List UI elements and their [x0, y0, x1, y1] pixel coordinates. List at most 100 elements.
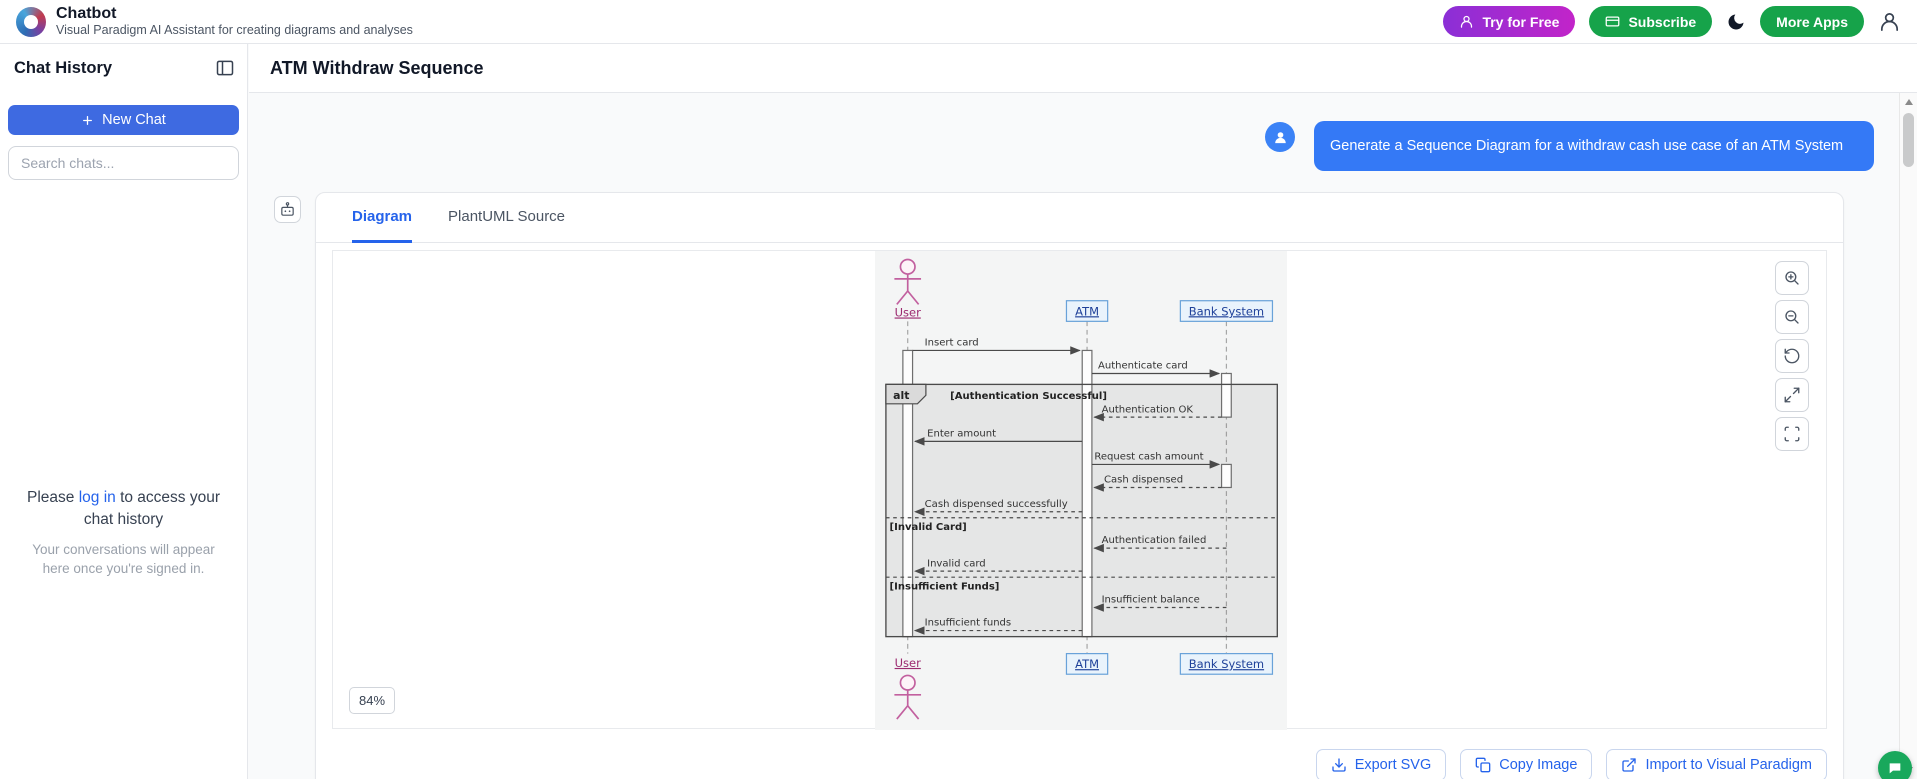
main-titlebar: ATM Withdraw Sequence — [249, 44, 1917, 93]
more-apps-label: More Apps — [1776, 13, 1848, 30]
search-chats-input[interactable] — [8, 146, 239, 180]
download-icon — [1332, 758, 1346, 772]
message-label: Insert card — [925, 338, 979, 349]
participant-bank-top: Bank System — [1179, 300, 1274, 322]
diagram-image-area: User ATM Bank System — [875, 251, 1287, 730]
panel-left-icon — [216, 60, 234, 76]
app-header: Chatbot Visual Paradigm AI Assistant for… — [0, 0, 1917, 44]
participant-label-atm: ATM — [1075, 657, 1099, 671]
credit-card-icon — [1606, 16, 1620, 27]
chat-history-sidebar: Chat History New Chat Please log in to a… — [0, 44, 248, 779]
account-icon — [1880, 12, 1899, 31]
actor-user-bottom: User — [894, 656, 921, 720]
login-prompt-pre: Please — [26, 489, 75, 506]
zoom-in-icon — [1785, 271, 1799, 285]
user-icon — [1461, 15, 1473, 28]
dark-mode-toggle[interactable] — [1726, 12, 1746, 32]
zoom-in-button[interactable] — [1775, 261, 1809, 295]
zoom-out-button[interactable] — [1775, 300, 1809, 334]
zoom-out-icon — [1785, 310, 1799, 324]
user-icon — [1274, 131, 1286, 143]
participant-label-bank: Bank System — [1189, 304, 1264, 318]
login-prompt-post: to access your chat history — [83, 489, 221, 529]
participant-atm-top: ATM — [1065, 300, 1109, 322]
tab-diagram[interactable]: Diagram — [352, 193, 413, 243]
expand-button[interactable] — [1775, 378, 1809, 412]
plus-icon — [83, 115, 93, 125]
copy-icon — [1475, 757, 1491, 773]
message-label: Cash dispensed — [1104, 475, 1183, 486]
actor-user-top: User — [894, 258, 921, 319]
message-label: Insufficient funds — [925, 618, 1011, 629]
message-label: Cash dispensed successfully — [925, 499, 1068, 510]
collapse-sidebar-button[interactable] — [215, 58, 235, 78]
sequence-diagram: User ATM Bank System — [885, 258, 1278, 720]
message-label: Request cash amount — [1094, 452, 1203, 463]
sidebar-header: Chat History — [14, 58, 235, 78]
moon-icon — [1728, 14, 1744, 29]
scrollbar-thumb[interactable] — [1903, 113, 1914, 167]
visual-paradigm-logo — [16, 6, 46, 37]
fragment-operator: alt — [893, 389, 909, 402]
chat-widget-icon — [1889, 763, 1901, 774]
copy-image-label: Copy Image — [1499, 757, 1578, 773]
fit-to-screen-button[interactable] — [1775, 417, 1809, 451]
rotate-ccw-icon — [1784, 348, 1800, 364]
try-for-free-button[interactable]: Try for Free — [1443, 6, 1576, 37]
new-chat-button[interactable]: New Chat — [8, 105, 239, 135]
user-avatar — [1265, 122, 1295, 152]
maximize-icon — [1784, 387, 1800, 403]
app-title-block: Chatbot Visual Paradigm AI Assistant for… — [56, 5, 413, 38]
header-actions: Try for Free Subscribe More Apps — [1443, 6, 1901, 37]
zoom-level-badge: 84% — [349, 687, 396, 714]
message-label: Authentication OK — [1102, 404, 1194, 415]
card-tabbar: Diagram PlantUML Source — [316, 193, 1843, 243]
export-svg-button[interactable]: Export SVG — [1315, 749, 1447, 779]
user-message-bubble: Generate a Sequence Diagram for a withdr… — [1314, 121, 1874, 171]
floating-widget-button[interactable] — [1878, 751, 1912, 779]
chat-content: Generate a Sequence Diagram for a withdr… — [249, 93, 1899, 779]
sidebar-title: Chat History — [14, 58, 113, 77]
log-in-link[interactable]: log in — [78, 489, 116, 506]
app-title: Chatbot — [56, 4, 117, 22]
participant-atm-bottom: ATM — [1065, 652, 1109, 675]
export-svg-label: Export SVG — [1354, 757, 1432, 773]
try-for-free-label: Try for Free — [1482, 13, 1560, 30]
response-card: Diagram PlantUML Source — [315, 192, 1844, 779]
participant-label-atm: ATM — [1075, 304, 1099, 318]
scroll-up-arrow[interactable] — [1905, 99, 1913, 105]
alt-fragment-frame: alt [Authentication Successful] [Invalid… — [885, 383, 1278, 638]
message-label: Invalid card — [927, 558, 986, 569]
actor-label-user: User — [895, 656, 921, 670]
login-prompt-block: Please log in to access your chat histor… — [0, 487, 247, 579]
diagram-actions: Export SVG Copy Image Import to Visual P… — [1315, 749, 1827, 779]
login-prompt: Please log in to access your chat histor… — [18, 487, 229, 532]
bot-avatar-icon — [274, 196, 301, 223]
guard-authentication-successful: [Authentication Successful] — [950, 391, 1107, 402]
more-apps-button[interactable]: More Apps — [1760, 6, 1864, 37]
participant-bank-bottom: Bank System — [1179, 652, 1274, 675]
fullscreen-corners-icon — [1784, 426, 1800, 442]
page-title: ATM Withdraw Sequence — [270, 57, 484, 78]
robot-icon — [281, 202, 294, 216]
login-hint: Your conversations will appear here once… — [32, 541, 215, 576]
vertical-scrollbar[interactable] — [1899, 93, 1917, 779]
new-chat-label: New Chat — [102, 112, 166, 128]
subscribe-button[interactable]: Subscribe — [1589, 6, 1713, 37]
subscribe-label: Subscribe — [1628, 13, 1697, 30]
message-label: Authentication failed — [1102, 535, 1207, 546]
canvas-toolbar — [1775, 261, 1809, 451]
external-link-icon — [1622, 758, 1637, 772]
copy-image-button[interactable]: Copy Image — [1460, 749, 1593, 779]
account-button[interactable] — [1878, 10, 1901, 33]
tab-plantuml-source[interactable]: PlantUML Source — [448, 208, 566, 225]
import-to-visual-paradigm-button[interactable]: Import to Visual Paradigm — [1606, 749, 1827, 779]
message-label: Authenticate card — [1098, 361, 1188, 372]
guard-invalid-card: [Invalid Card] — [890, 522, 967, 533]
guard-insufficient-funds: [Insufficient Funds] — [890, 581, 1000, 592]
reset-view-button[interactable] — [1775, 339, 1809, 373]
message-label: Enter amount — [927, 429, 996, 440]
diagram-canvas[interactable]: User ATM Bank System — [332, 250, 1827, 730]
app-subtitle: Visual Paradigm AI Assistant for creatin… — [56, 23, 413, 38]
